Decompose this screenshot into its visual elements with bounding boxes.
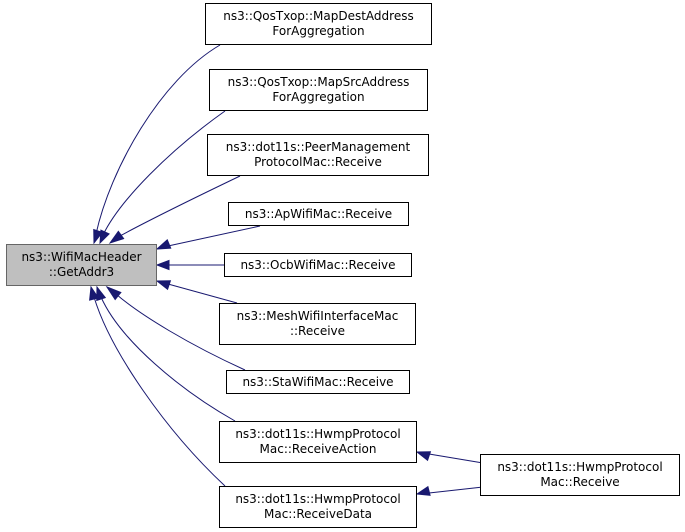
node-peermanagementprotocolmac-receive[interactable]: ns3::dot11s::PeerManagement ProtocolMac:… xyxy=(207,134,429,176)
edge-sta-to-getaddr3 xyxy=(105,285,246,371)
arrowhead-icon xyxy=(415,485,431,496)
node-line: ForAggregation xyxy=(272,24,365,38)
node-line: ns3::QosTxop::MapDestAddress xyxy=(223,9,414,23)
node-line: ::GetAddr3 xyxy=(48,265,115,279)
node-line: ForAggregation xyxy=(272,90,365,104)
edge-line xyxy=(100,296,236,422)
arrowhead-icon xyxy=(93,228,104,245)
node-wifimacheader-getaddr3: ns3::WifiMacHeader ::GetAddr3 xyxy=(6,244,157,286)
edge-mapsrc-to-getaddr3 xyxy=(99,110,226,245)
node-line: ns3::OcbWifiMac::Receive xyxy=(240,257,396,272)
node-line: ns3::MeshWifiInterfaceMac xyxy=(236,309,399,323)
edge-line xyxy=(167,225,261,247)
node-line: ns3::dot11s::PeerManagement xyxy=(225,140,411,154)
node-line: Mac::ReceiveData xyxy=(263,507,373,521)
node-line: ns3::WifiMacHeader xyxy=(21,250,142,264)
edge-ap-to-getaddr3 xyxy=(155,225,261,250)
edge-mapdest-to-getaddr3 xyxy=(93,44,221,245)
node-line: Mac::ReceiveAction xyxy=(259,442,377,456)
node-hwmpprotocolmac-receive[interactable]: ns3::dot11s::HwmpProtocol Mac::Receive xyxy=(480,454,680,496)
edge-receiveaction-to-getaddr3 xyxy=(96,285,236,422)
node-line: ::Receive xyxy=(289,324,346,338)
edge-line xyxy=(102,110,226,236)
edge-receivedata-to-getaddr3 xyxy=(89,285,226,487)
node-hwmpprotocolmac-receiveaction[interactable]: ns3::dot11s::HwmpProtocol Mac::ReceiveAc… xyxy=(219,421,417,463)
node-line: ns3::StaWifiMac::Receive xyxy=(242,374,394,389)
edge-ocb-to-getaddr3 xyxy=(155,259,224,271)
edge-line xyxy=(428,453,484,464)
node-meshwifiinterfacemac-receive[interactable]: ns3::MeshWifiInterfaceMac ::Receive xyxy=(219,303,416,345)
edge-mesh-to-getaddr3 xyxy=(155,280,238,304)
node-line: ns3::dot11s::HwmpProtocol xyxy=(235,427,401,441)
arrowhead-icon xyxy=(99,229,110,245)
edge-line xyxy=(93,296,226,487)
arrowhead-icon xyxy=(155,280,172,291)
node-line: ns3::dot11s::HwmpProtocol xyxy=(497,460,663,474)
arrowhead-icon xyxy=(108,230,125,244)
edge-line xyxy=(117,175,241,238)
node-line: ProtocolMac::Receive xyxy=(254,155,382,169)
arrowhead-icon xyxy=(415,451,432,462)
node-ocbwifimac-receive[interactable]: ns3::OcbWifiMac::Receive xyxy=(224,253,412,277)
node-apwifimac-receive[interactable]: ns3::ApWifiMac::Receive xyxy=(228,202,409,226)
edge-hwmpreceive-to-receivedata xyxy=(415,485,484,496)
edge-line xyxy=(167,283,238,304)
node-qostxop-mapdestaddressforaggregation[interactable]: ns3::QosTxop::MapDestAddress ForAggregat… xyxy=(205,3,432,45)
node-line: ns3::ApWifiMac::Receive xyxy=(244,206,393,221)
edge-peermgmt-to-getaddr3 xyxy=(108,175,241,244)
edge-line xyxy=(95,44,221,235)
node-stawifimac-receive[interactable]: ns3::StaWifiMac::Receive xyxy=(226,370,410,394)
node-line: ns3::QosTxop::MapSrcAddress xyxy=(227,75,410,89)
edge-hwmpreceive-to-receiveaction xyxy=(415,451,484,464)
arrowhead-icon xyxy=(155,259,170,271)
node-line: ns3::dot11s::HwmpProtocol xyxy=(235,492,401,506)
arrowhead-icon xyxy=(89,285,100,301)
node-line: Mac::Receive xyxy=(540,475,620,489)
edge-line xyxy=(115,293,246,371)
node-qostxop-mapsrcaddressforaggregation[interactable]: ns3::QosTxop::MapSrcAddress ForAggregati… xyxy=(209,69,428,111)
arrowhead-icon xyxy=(105,285,122,301)
arrowhead-icon xyxy=(96,285,107,302)
arrowhead-icon xyxy=(155,239,172,250)
node-hwmpprotocolmac-receivedata[interactable]: ns3::dot11s::HwmpProtocol Mac::ReceiveDa… xyxy=(219,486,417,528)
edge-line xyxy=(428,486,484,494)
